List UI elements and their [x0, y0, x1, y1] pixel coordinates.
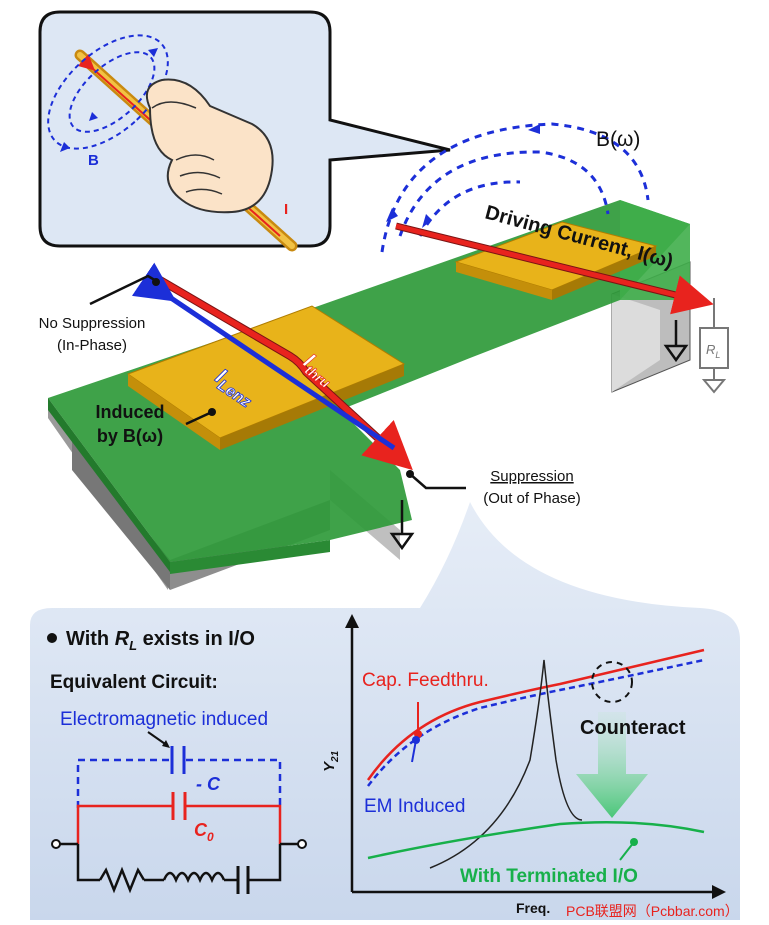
no-suppression-leader	[89, 274, 159, 306]
board-structure: RL	[48, 200, 729, 590]
ground-icon-bottom	[389, 500, 415, 551]
b-field-arcs	[380, 122, 650, 253]
equivalent-circuit	[51, 731, 307, 894]
terminated-label: With Terminated I/O	[460, 866, 638, 887]
c0-label: C0	[194, 820, 214, 844]
no-suppression-line1: No Suppression	[39, 315, 146, 332]
b-omega-label: B(ω)	[596, 128, 640, 151]
bottom-panel	[30, 502, 740, 920]
induced-leader	[185, 410, 213, 426]
field-loop-outer	[47, 34, 169, 150]
y-axis-label: Y21	[321, 750, 341, 772]
neg-c-label: - C	[196, 774, 221, 794]
driving-current-arrow	[395, 223, 714, 315]
x-axis-label: Freq.	[516, 900, 550, 916]
induced-line2: by B(ω)	[97, 426, 163, 446]
i-thru-arrow	[158, 277, 413, 471]
rl-label: RL	[706, 342, 720, 360]
inductor-icon	[162, 871, 226, 884]
bullet-dot	[47, 633, 57, 643]
load-resistor	[699, 298, 729, 394]
equivalent-circuit-title: Equivalent Circuit:	[50, 672, 218, 693]
i-lenz-arrow	[131, 262, 396, 451]
resonance-curve	[429, 659, 583, 869]
counteract-arrow	[576, 712, 648, 818]
resistor-icon	[98, 866, 146, 894]
suppression-line1: Suppression	[490, 468, 573, 485]
terminated-curve	[367, 820, 705, 860]
hand-icon	[146, 78, 274, 214]
callout-i-label: I	[284, 201, 288, 218]
watermark: PCB联盟网（Pcbbar.com）	[566, 903, 739, 919]
bullet-text: With RL exists in I/O	[66, 628, 255, 653]
counteract-label: Counteract	[580, 717, 686, 739]
ground-icon-right	[663, 320, 689, 363]
callout-b-label: B	[88, 152, 99, 169]
em-induced-label: EM Induced	[364, 796, 465, 817]
no-suppression-line2: (In-Phase)	[57, 337, 127, 354]
induced-line1: Induced	[95, 402, 164, 422]
counteract-circle	[591, 661, 633, 703]
callout-bubble: B I	[38, 10, 451, 252]
y21-plot	[345, 614, 726, 899]
em-induced-title: Electromagnetic induced	[60, 709, 268, 730]
suppression-line2: (Out of Phase)	[483, 490, 581, 507]
cap-feedthru-label: Cap. Feedthru.	[362, 670, 489, 691]
suppression-leader	[409, 473, 466, 490]
